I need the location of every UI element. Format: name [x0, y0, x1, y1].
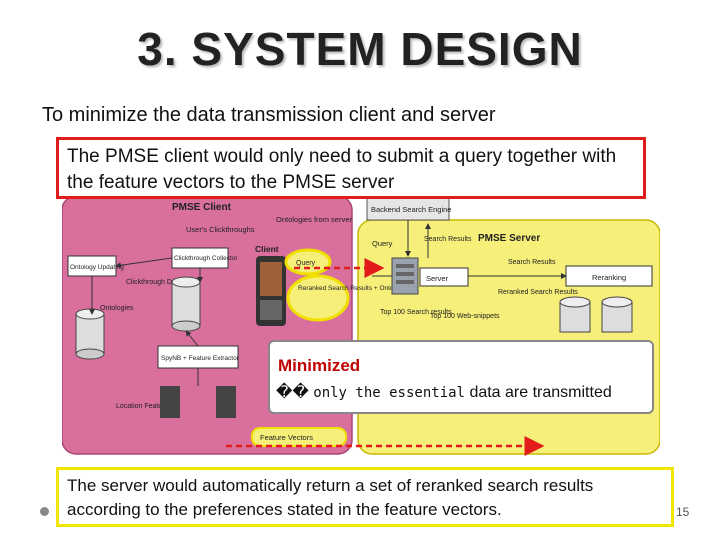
users-clickthroughs-label: User's Clickthroughs [186, 225, 255, 234]
minimized-title: Minimized [278, 356, 361, 375]
clickthrough-db-cylinder [171, 276, 201, 332]
server-query-label: Query [372, 239, 393, 248]
clickthrough-data-label: Clickthrough Data [126, 279, 182, 286]
architecture-diagram: PMSE Client PMSE Server Backend Search E… [62, 196, 660, 456]
bullet-dot [40, 507, 49, 516]
ontologies-db-cylinder [75, 308, 105, 360]
server-panel [357, 219, 660, 455]
spynb-label: SpyNB + Feature Extractor [161, 355, 240, 362]
top100-search-results-label: Top 100 Search results [380, 309, 452, 316]
client-panel-title: PMSE Client [172, 202, 232, 213]
page-number: 15 [676, 505, 690, 519]
minimized-glyphs: �� [276, 384, 309, 401]
ontology-updating-label: Ontology Updating [70, 264, 124, 271]
minimized-callout: Minimized �� only the essential data are… [268, 340, 654, 414]
server-db-cylinders [559, 296, 633, 333]
minimized-tail-text: data are transmitted [469, 384, 612, 401]
server-panel-title: PMSE Server [478, 233, 540, 244]
minimized-text: �� only the essential data are transmitt… [276, 382, 612, 402]
clickthrough-collector-label: Clickthrough Collector [174, 255, 238, 262]
query-label: Query [296, 260, 316, 267]
client-note-box: The PMSE client would only need to submi… [56, 137, 646, 199]
slide-title: 3. SYSTEM DESIGN [137, 23, 583, 75]
feature-vectors-label: Feature Vectors [260, 433, 313, 442]
client-note-text: The PMSE client would only need to submi… [67, 146, 617, 193]
reranked-search-results-label: Reranked Search Results [498, 289, 578, 296]
top100-web-snippets-label: Top 100 Web-snippets [430, 313, 500, 320]
server-note-box: The server would automatically return a … [56, 467, 674, 527]
server-search-results-label: Search Results [424, 236, 472, 243]
server-label: Server [426, 274, 449, 283]
client-panel [62, 196, 353, 455]
minimized-mono-text: only the essential [313, 385, 465, 401]
phone-icon [256, 256, 286, 326]
server-icon [391, 257, 419, 295]
reranked-results-highlight [286, 274, 350, 322]
client-label: Client [255, 244, 279, 254]
location-features-label: Location Features [116, 403, 173, 410]
reranked-results-ontologies-label: Reranked Search Results + Ontologies [298, 285, 411, 292]
ontologies-from-server-label: Ontologies from server [276, 215, 352, 224]
ontologies-label: Ontologies [100, 305, 134, 312]
feature-cubes [160, 386, 236, 418]
reranking-label: Reranking [592, 273, 626, 282]
connector-lines [89, 220, 567, 386]
search-results-label: Search Results [508, 259, 556, 266]
slide-subtitle: To minimize the data transmission client… [42, 104, 496, 126]
search-engine-label: Backend Search Engine [371, 205, 451, 214]
server-note-text: The server would automatically return a … [67, 476, 594, 519]
server-box [419, 267, 469, 287]
